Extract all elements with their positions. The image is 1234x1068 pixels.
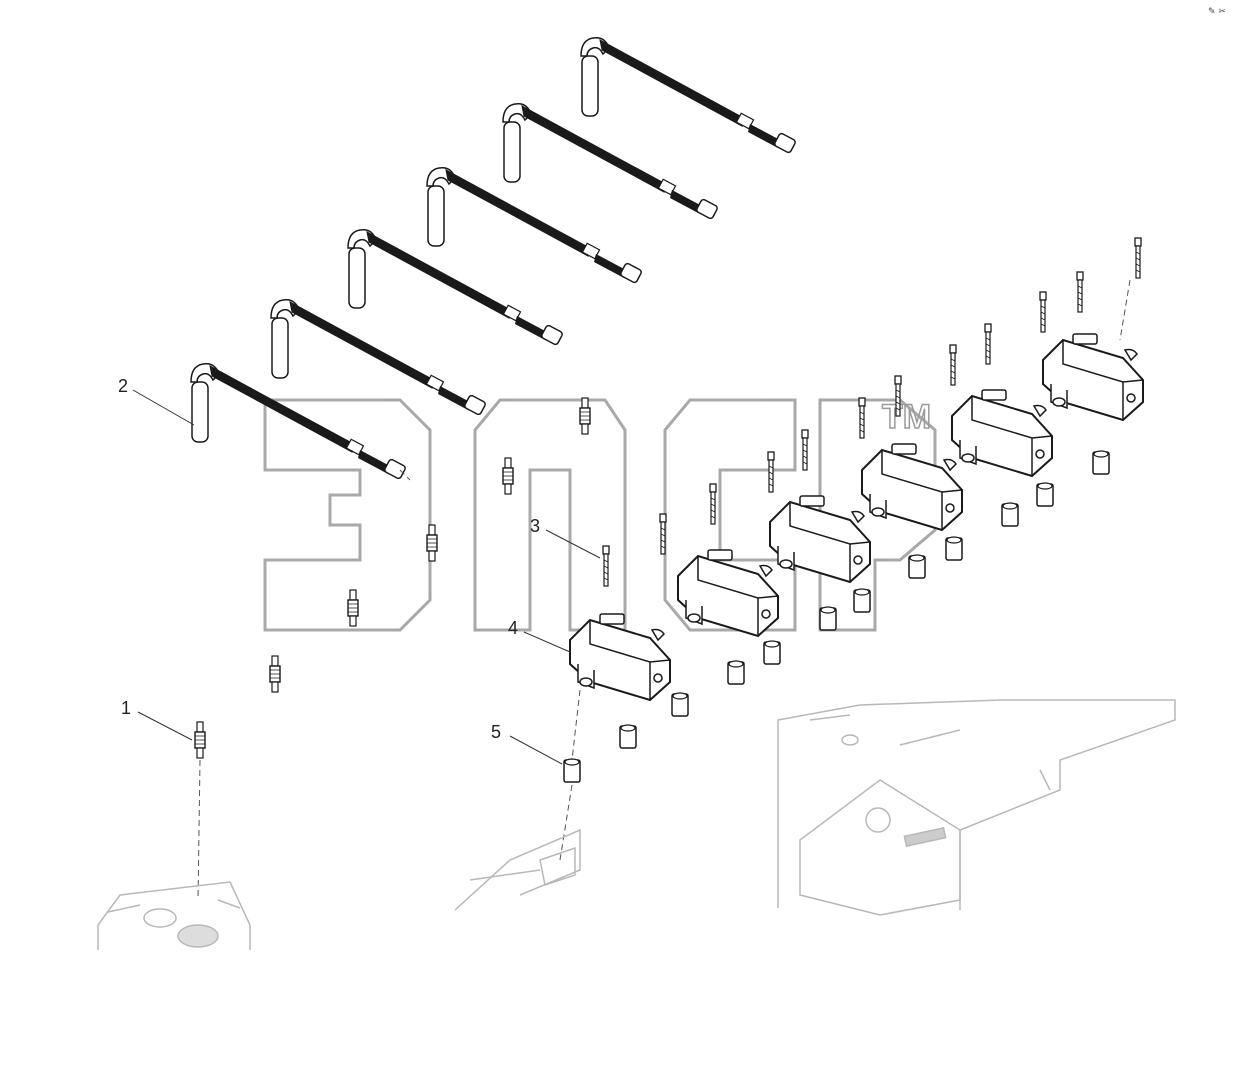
spacer bbox=[1036, 482, 1054, 507]
spacer-set bbox=[563, 450, 1110, 783]
ignition-wire-set bbox=[190, 36, 797, 481]
spacer bbox=[727, 660, 745, 685]
bolt bbox=[602, 545, 610, 587]
callout-1: 1 bbox=[121, 698, 131, 718]
bolt bbox=[1076, 271, 1084, 313]
ignition-wire bbox=[347, 228, 564, 347]
ignition-wire bbox=[426, 166, 643, 285]
spacer bbox=[819, 606, 837, 631]
spacer bbox=[1092, 450, 1110, 475]
bolt bbox=[894, 375, 902, 417]
bolt bbox=[949, 344, 957, 386]
ignition-coil bbox=[569, 613, 671, 701]
spark-plug bbox=[426, 524, 438, 562]
bolt bbox=[1134, 237, 1142, 279]
spacer bbox=[619, 724, 637, 749]
ignition-coil bbox=[677, 549, 779, 637]
ignition-wire bbox=[502, 102, 719, 221]
corner-mark: ✎ ✂ bbox=[1208, 7, 1226, 17]
bolt-set bbox=[602, 237, 1142, 587]
spacer bbox=[945, 536, 963, 561]
spacer bbox=[908, 554, 926, 579]
spark-plug bbox=[347, 589, 359, 627]
engine-manifold-right bbox=[777, 699, 1176, 916]
engine-head-left bbox=[97, 881, 251, 950]
ignition-coil bbox=[861, 443, 963, 531]
spacer bbox=[1001, 502, 1019, 527]
bolt bbox=[858, 397, 866, 439]
bolt bbox=[659, 513, 667, 555]
ignition-wire bbox=[580, 36, 797, 155]
bolt bbox=[767, 451, 775, 493]
ignition-wire bbox=[190, 362, 407, 481]
spacer bbox=[853, 588, 871, 613]
engine-cover-middle bbox=[454, 828, 581, 911]
bolt bbox=[984, 323, 992, 365]
watermark-tm: TM bbox=[882, 398, 931, 436]
bolt bbox=[709, 483, 717, 525]
leader-lines bbox=[132, 389, 601, 765]
spacer bbox=[763, 640, 781, 665]
ignition-wire bbox=[270, 298, 487, 417]
callout-2: 2 bbox=[118, 376, 128, 396]
spark-plug bbox=[269, 655, 281, 693]
bolt bbox=[801, 429, 809, 471]
assembly-lines bbox=[197, 279, 1131, 901]
spacer bbox=[563, 758, 581, 783]
spacer bbox=[671, 692, 689, 717]
ignition-coil bbox=[1042, 333, 1144, 421]
ignition-coil-set bbox=[569, 333, 1144, 701]
callout-3: 3 bbox=[530, 516, 540, 536]
ignition-coil bbox=[951, 389, 1053, 477]
callout-4: 4 bbox=[508, 618, 518, 638]
callout-5: 5 bbox=[491, 722, 501, 742]
spark-plug bbox=[194, 721, 206, 759]
spark-plug bbox=[502, 457, 514, 495]
bolt bbox=[1039, 291, 1047, 333]
spark-plug bbox=[579, 397, 591, 435]
